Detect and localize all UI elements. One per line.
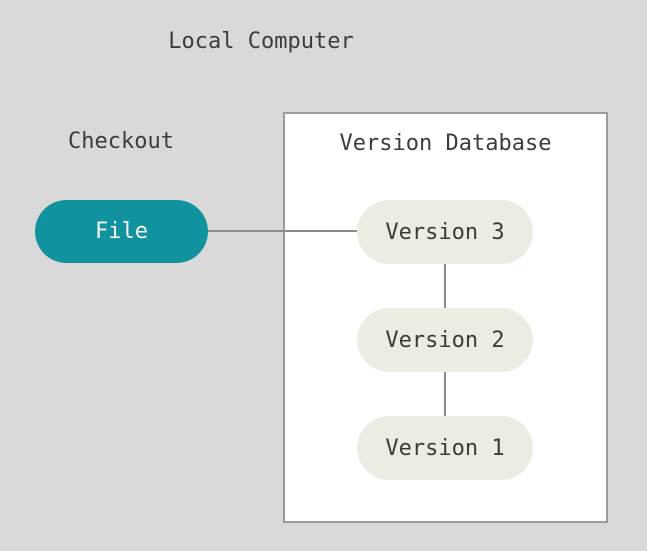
version-3-node: Version 3: [357, 200, 533, 264]
version-2-label: Version 2: [385, 327, 505, 353]
connector-file-version3: [207, 230, 357, 232]
file-node: File: [35, 200, 208, 263]
version-2-node: Version 2: [357, 308, 533, 372]
version-database-title: Version Database: [339, 131, 552, 156]
version-database-box: Version Database Version 3 Version 2 Ver…: [283, 112, 608, 523]
checkout-label: Checkout: [68, 129, 174, 154]
version-1-node: Version 1: [357, 416, 533, 480]
diagram-title: Local Computer: [168, 29, 354, 54]
connector-version3-version2: [444, 264, 446, 308]
version-3-label: Version 3: [385, 219, 505, 245]
file-node-label: File: [95, 219, 148, 244]
version-1-label: Version 1: [385, 435, 505, 461]
connector-version2-version1: [444, 372, 446, 416]
